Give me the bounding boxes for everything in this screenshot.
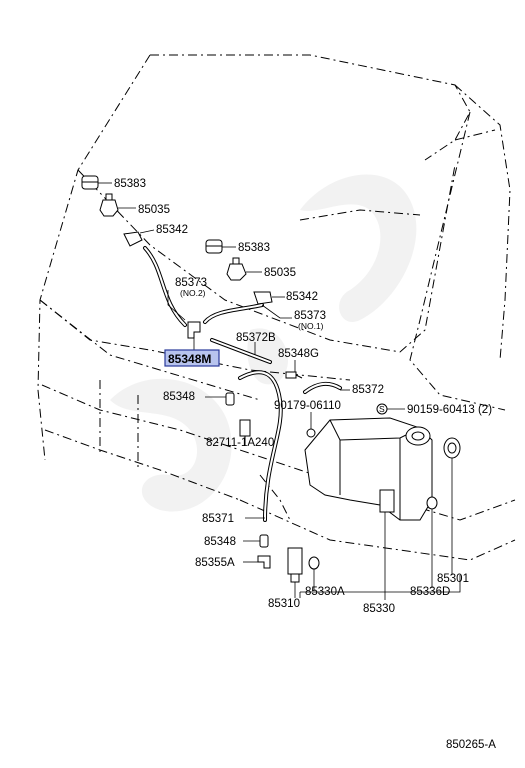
leader-lines bbox=[98, 182, 461, 600]
label-85373-no1[interactable]: 85373 bbox=[294, 310, 326, 322]
vehicle-body-outline bbox=[37, 54, 516, 561]
bolt-90179 bbox=[306, 428, 316, 438]
label-85336D[interactable]: 85336D bbox=[410, 586, 450, 598]
label-85342-top[interactable]: 85342 bbox=[156, 224, 188, 236]
label-85348-lower[interactable]: 85348 bbox=[204, 536, 236, 548]
label-85348G[interactable]: 85348G bbox=[278, 348, 319, 360]
label-85372B[interactable]: 85372B bbox=[236, 332, 276, 344]
washer-nozzle-cap-2 bbox=[205, 239, 223, 254]
label-85330[interactable]: 85330 bbox=[363, 603, 395, 615]
label-90159[interactable]: 90159-60413 (2) bbox=[407, 404, 492, 416]
label-85373-no1-sub: (NO.1) bbox=[298, 321, 324, 331]
label-85355A[interactable]: 85355A bbox=[195, 557, 235, 569]
grommet-85336D bbox=[426, 496, 438, 510]
label-82711[interactable]: 82711-1A240 bbox=[206, 437, 274, 449]
label-85383-mid[interactable]: 85383 bbox=[238, 242, 270, 254]
reservoir-cap-85301 bbox=[443, 437, 461, 459]
connector-85348-upper bbox=[225, 392, 235, 406]
grommet-85330A bbox=[308, 556, 320, 570]
label-90179[interactable]: 90179-06110 bbox=[274, 400, 341, 412]
washer-reservoir-85330 bbox=[304, 417, 433, 521]
washer-nozzle-1 bbox=[99, 193, 119, 217]
label-85035-mid[interactable]: 85035 bbox=[264, 267, 296, 279]
label-85373-no2[interactable]: 85373 bbox=[175, 277, 207, 289]
svg-text:S: S bbox=[379, 404, 385, 414]
washer-nozzle-cap-1 bbox=[81, 175, 99, 190]
label-85330A[interactable]: 85330A bbox=[305, 586, 345, 598]
label-85301[interactable]: 85301 bbox=[437, 573, 469, 585]
washer-nozzle-2 bbox=[226, 257, 247, 281]
label-85383-top[interactable]: 85383 bbox=[114, 178, 146, 190]
check-valve-85348G bbox=[285, 371, 303, 379]
label-85373-no2-sub: (NO.2) bbox=[180, 288, 206, 298]
connector-85348-lower bbox=[259, 534, 269, 548]
label-85342-mid[interactable]: 85342 bbox=[286, 291, 318, 303]
washer-motor-85310 bbox=[287, 547, 303, 583]
label-85372[interactable]: 85372 bbox=[352, 384, 384, 396]
bolt-90159: S bbox=[376, 403, 388, 415]
diagram-id: 850265-A bbox=[446, 739, 496, 751]
label-85371[interactable]: 85371 bbox=[202, 513, 234, 525]
label-85035-top[interactable]: 85035 bbox=[138, 204, 170, 216]
elbow-85355A bbox=[257, 555, 271, 569]
joint-85348M bbox=[187, 321, 201, 339]
nozzle-clip-2 bbox=[253, 291, 273, 305]
label-85310[interactable]: 85310 bbox=[268, 598, 300, 610]
label-85348M[interactable]: 85348M bbox=[168, 352, 211, 366]
highlight-box-85348M bbox=[164, 349, 220, 367]
nozzle-clip-1 bbox=[123, 231, 143, 247]
label-85348-upper[interactable]: 85348 bbox=[163, 391, 195, 403]
